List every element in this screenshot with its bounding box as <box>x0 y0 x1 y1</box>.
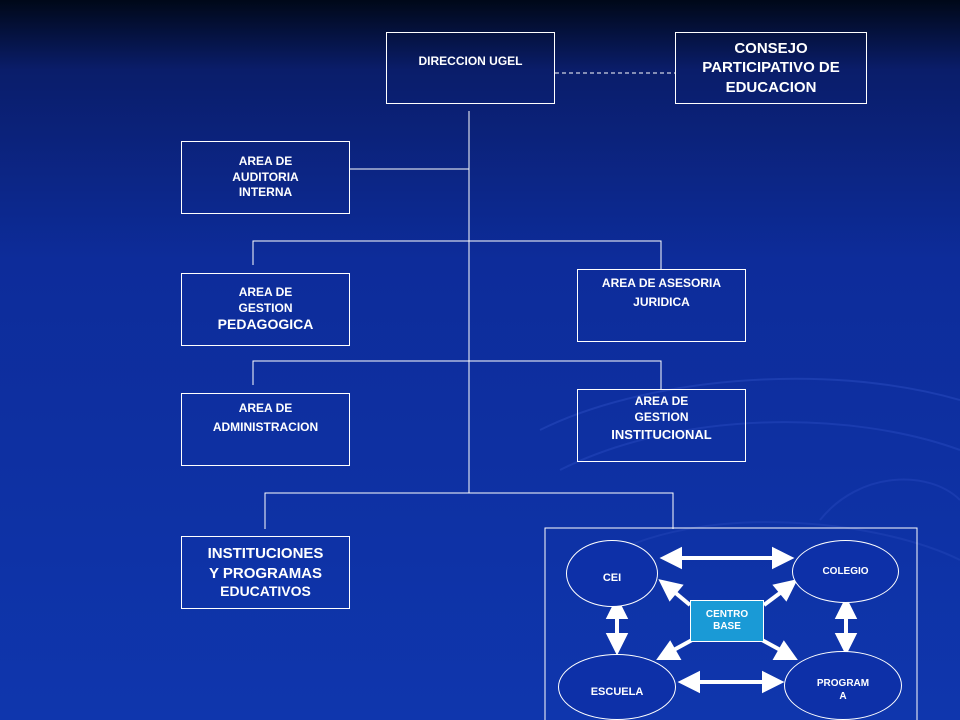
direccion-label: DIRECCION UGEL <box>418 54 523 69</box>
institucional-box: AREA DE GESTION INSTITUCIONAL <box>577 389 746 462</box>
pedagogica-box: AREA DE GESTION PEDAGOGICA <box>181 273 350 346</box>
network-arrows <box>605 546 858 694</box>
cei-label: CEI <box>602 572 622 585</box>
programa-line-2: A <box>839 690 847 702</box>
programa-line-1: PROGRAM <box>816 677 870 689</box>
instituciones-box: INSTITUCIONES Y PROGRAMAS EDUCATIVOS <box>181 536 350 609</box>
instituciones-line-1: INSTITUCIONES <box>207 545 324 563</box>
colegio-label: COLEGIO <box>822 566 869 577</box>
branch-administracion-institucional <box>252 360 662 389</box>
auditoria-line-3: INTERNA <box>238 185 293 200</box>
pedagogica-line-3: PEDAGOGICA <box>217 316 314 333</box>
colegio-node: COLEGIO <box>792 540 899 603</box>
network-frame <box>544 527 918 720</box>
programa-node: PROGRAM A <box>784 651 902 720</box>
direccion-ugel-box: DIRECCION UGEL <box>386 32 555 104</box>
asesoria-box: AREA DE ASESORIA JURIDICA <box>577 269 746 342</box>
pedagogica-line-2: GESTION <box>238 300 293 315</box>
centro-base-line-1: CENTRO <box>705 608 749 620</box>
branch-pedagogica-asesoria <box>252 240 662 269</box>
auditoria-line-1: AREA DE <box>238 154 293 169</box>
pedagogica-line-1: AREA DE <box>238 285 293 300</box>
branch-instituciones-network <box>264 492 674 529</box>
administracion-line-1: AREA DE <box>238 401 293 415</box>
instituciones-line-2: Y PROGRAMAS <box>208 564 323 582</box>
centro-base-box: CENTRO BASE <box>690 600 764 642</box>
administracion-box: AREA DE ADMINISTRACION <box>181 393 350 466</box>
centro-base-line-2: BASE <box>713 621 741 632</box>
consejo-line-2: PARTICIPATIVO DE <box>702 59 840 77</box>
institucional-line-3: INSTITUCIONAL <box>611 427 712 443</box>
consejo-line-3: EDUCACION <box>725 78 817 96</box>
asesoria-line-2: JURIDICA <box>633 295 690 310</box>
escuela-node: ESCUELA <box>558 654 676 720</box>
administracion-line-2: ADMINISTRACION <box>212 420 319 435</box>
escuela-label: ESCUELA <box>590 685 644 698</box>
asesoria-line-1: AREA DE ASESORIA <box>601 276 722 290</box>
cei-node: CEI <box>566 540 658 607</box>
consejo-line-1: CONSEJO <box>734 39 808 57</box>
auditoria-line-2: AUDITORIA <box>232 169 299 184</box>
consejo-box: CONSEJO PARTICIPATIVO DE EDUCACION <box>675 32 867 104</box>
institucional-line-2: GESTION <box>634 409 689 424</box>
instituciones-line-3: EDUCATIVOS <box>220 583 311 600</box>
institucional-line-1: AREA DE <box>634 394 689 408</box>
auditoria-box: AREA DE AUDITORIA INTERNA <box>181 141 350 214</box>
